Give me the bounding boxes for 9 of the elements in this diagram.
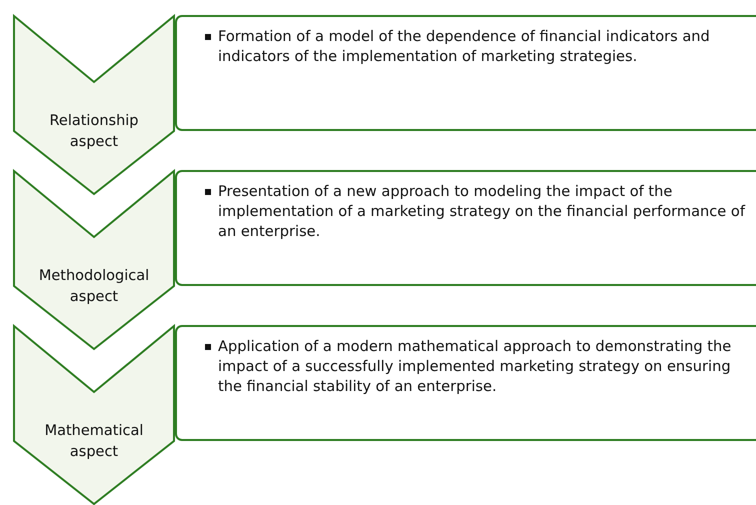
description-box: [175, 325, 756, 441]
description-box: [175, 170, 756, 286]
description-text: Formation of a model of the dependence of financial indicators and indicators of the implementation of marketing strategies.: [218, 27, 711, 67]
aspect-label: Mathematical aspect: [44, 422, 144, 462]
description-box: [175, 15, 756, 131]
aspect-label: Relationship aspect: [48, 112, 140, 152]
description-text: Application of a modern mathematical approach to demonstrating the impact of a successfully implemented marketing strategy on ensuring the financial stability of an enterprise.: [218, 337, 732, 397]
aspect-label: Methodological aspect: [38, 267, 150, 307]
description-text: Presentation of a new approach to modeling the impact of the implementation of a marketing strategy on the financial performance of an enterprise.: [218, 182, 746, 242]
